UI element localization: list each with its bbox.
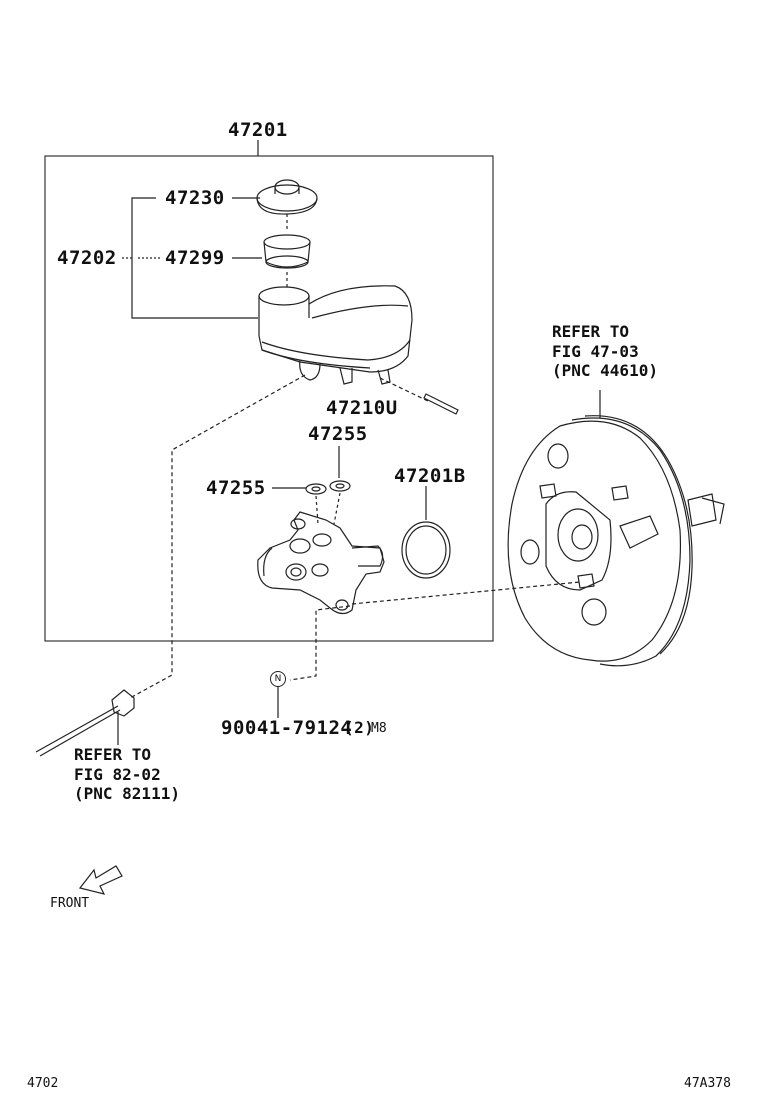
part-label-nut-qty: (2) xyxy=(344,718,375,737)
brake-booster xyxy=(507,390,725,667)
part-label-reservoir-set[interactable]: 47202 xyxy=(57,247,117,269)
reservoir-tank xyxy=(258,285,413,385)
part-label-oring[interactable]: 47201B xyxy=(394,465,466,487)
master-cylinder-body xyxy=(257,511,385,615)
part-label-nut[interactable]: 90041-79124 xyxy=(221,717,353,739)
footer-right-code: 47A378 xyxy=(684,1076,731,1091)
cable-ref-line3: (PNC 82111) xyxy=(74,784,180,803)
front-label: FRONT xyxy=(50,896,90,911)
part-label-nut-size: M8 xyxy=(371,721,387,736)
nut-dashed-leader xyxy=(289,581,581,681)
part-label-cap[interactable]: 47230 xyxy=(165,187,225,209)
cable-end xyxy=(35,689,135,757)
nut-marker: N xyxy=(270,671,286,687)
reservoir-strainer xyxy=(263,234,311,288)
part-label-grommet-upper[interactable]: 47255 xyxy=(308,423,368,445)
part-label-assembly[interactable]: 47201 xyxy=(228,119,288,141)
booster-ref-line3: (PNC 44610) xyxy=(552,361,658,380)
connecting-pin xyxy=(379,377,459,415)
part-label-grommet-lower[interactable]: 47255 xyxy=(206,477,266,499)
booster-ref-line2[interactable]: FIG 47-03 xyxy=(552,342,639,361)
booster-ref-line1: REFER TO xyxy=(552,322,630,341)
part-label-strainer[interactable]: 47299 xyxy=(165,247,225,269)
front-arrow xyxy=(78,865,123,895)
o-ring xyxy=(401,486,451,579)
footer-left-code: 4702 xyxy=(27,1076,59,1091)
assembly-frame xyxy=(44,155,494,642)
part-label-pin[interactable]: 47210U xyxy=(326,397,398,419)
reservoir-cap xyxy=(256,179,318,232)
cable-ref-line2[interactable]: FIG 82-02 xyxy=(74,765,161,784)
grommets xyxy=(272,446,351,525)
cable-dashed-leader xyxy=(129,374,306,699)
cable-ref-line1: REFER TO xyxy=(74,745,152,764)
